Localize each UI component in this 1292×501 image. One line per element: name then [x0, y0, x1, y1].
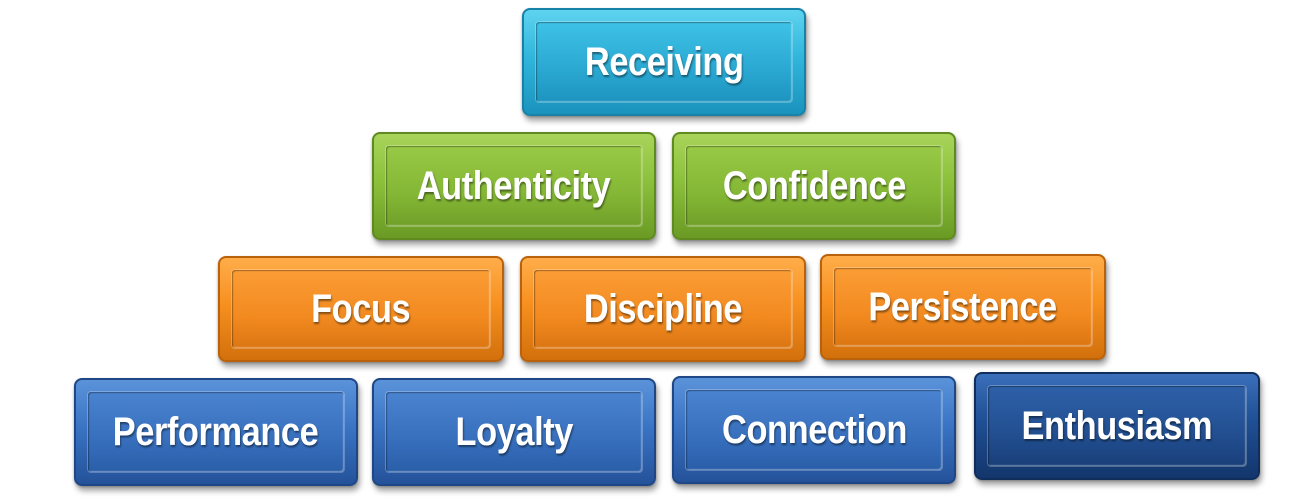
block-focus: Focus — [218, 256, 504, 362]
block-label: Focus — [311, 286, 411, 331]
block-label: Enthusiasm — [1021, 403, 1213, 448]
block-inner — [988, 386, 1246, 466]
block-inner — [686, 390, 942, 470]
block-inner — [88, 392, 344, 472]
block-inner — [834, 268, 1092, 346]
block-performance: Performance — [74, 378, 358, 486]
block-label: Persistence — [868, 284, 1058, 329]
block-connection: Connection — [672, 376, 956, 484]
block-inner — [386, 392, 642, 472]
block-label: Authenticity — [417, 163, 611, 208]
block-label: Receiving — [584, 39, 744, 84]
block-inner — [536, 22, 792, 102]
block-inner — [686, 146, 942, 226]
block-label: Connection — [721, 407, 907, 452]
block-discipline: Discipline — [520, 256, 806, 362]
block-label: Confidence — [722, 163, 906, 208]
block-authenticity: Authenticity — [372, 132, 656, 240]
block-inner — [386, 146, 642, 226]
block-persistence: Persistence — [820, 254, 1106, 360]
block-receiving: Receiving — [522, 8, 806, 116]
block-inner — [534, 270, 792, 348]
block-label: Performance — [113, 409, 319, 454]
block-enthusiasm: Enthusiasm — [974, 372, 1260, 480]
block-confidence: Confidence — [672, 132, 956, 240]
block-inner — [232, 270, 490, 348]
block-loyalty: Loyalty — [372, 378, 656, 486]
block-label: Loyalty — [455, 409, 573, 454]
block-label: Discipline — [583, 286, 743, 331]
